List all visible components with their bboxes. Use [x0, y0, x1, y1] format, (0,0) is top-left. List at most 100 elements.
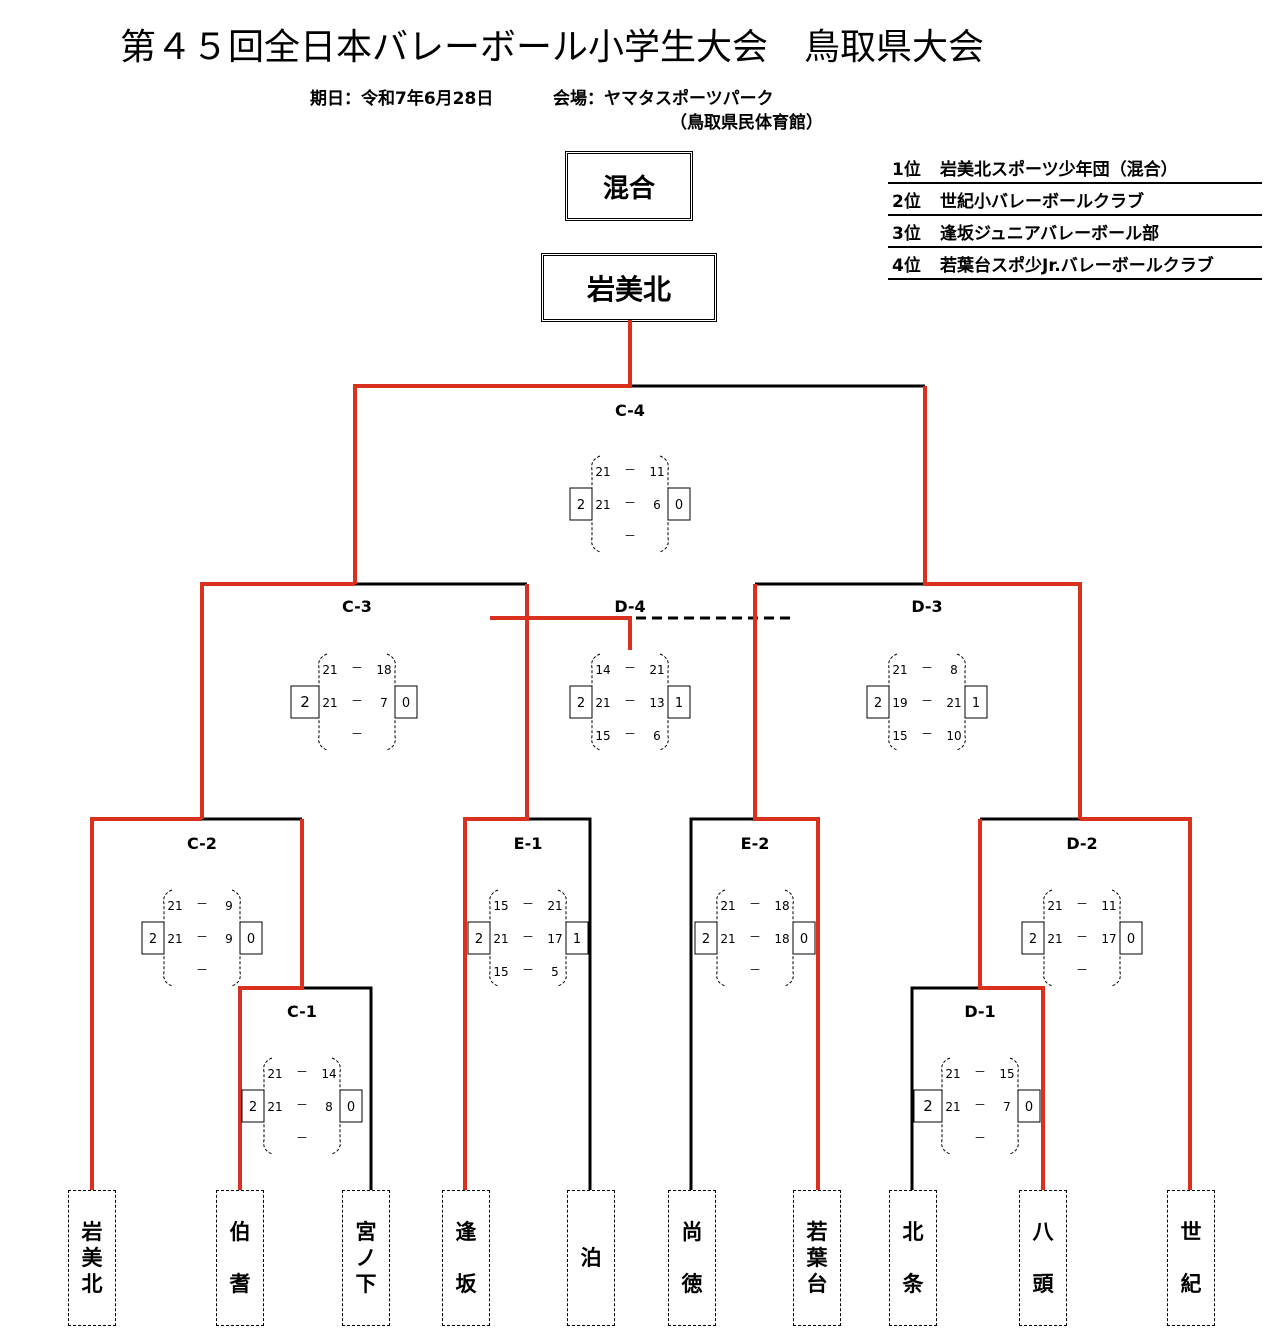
- team-hakuyo: 伯 耆: [216, 1190, 264, 1326]
- rank-position: 3位: [892, 224, 921, 244]
- set-dash: －: [921, 661, 933, 675]
- set-dash: －: [296, 1065, 308, 1079]
- champion-label: 岩美北: [586, 272, 671, 306]
- set-score-left: 15: [493, 965, 508, 979]
- set-score-left: 21: [322, 663, 337, 677]
- set-score-left: 21: [945, 1100, 960, 1114]
- set-score-left: 21: [595, 465, 610, 479]
- set-score-left: 15: [493, 899, 508, 913]
- match-left-total: 2: [1029, 932, 1037, 947]
- set-score-right: 11: [649, 465, 664, 479]
- set-bracket-right: [231, 889, 241, 987]
- rank-position: 2位: [892, 192, 921, 212]
- set-score-right: 21: [946, 696, 961, 710]
- set-dash: －: [522, 963, 534, 977]
- set-dash: －: [624, 661, 636, 675]
- set-score-right: 6: [653, 498, 661, 512]
- set-score-left: 15: [595, 729, 610, 743]
- match-left-box: [141, 921, 165, 955]
- set-dash: －: [624, 529, 636, 543]
- match-label: C-2: [187, 834, 217, 853]
- set-score-left: 21: [322, 696, 337, 710]
- match-right-box: [1119, 921, 1143, 955]
- match-right-total: 0: [800, 932, 808, 947]
- rank-position: 4位: [892, 256, 921, 276]
- set-dash: －: [624, 496, 636, 510]
- set-dash: －: [196, 963, 208, 977]
- team-seiki: 世 紀: [1167, 1190, 1215, 1326]
- set-dash: －: [1076, 897, 1088, 911]
- match-label: E-1: [514, 834, 543, 853]
- match-left-total: 2: [577, 696, 585, 711]
- set-dash: －: [921, 727, 933, 741]
- set-score-right: 14: [321, 1067, 336, 1081]
- set-score-left: 21: [493, 932, 508, 946]
- rank-position: 1位: [892, 160, 921, 180]
- page-title: 第４５回全日本バレーボール小学生大会 鳥取県大会: [120, 27, 985, 68]
- match-label: C-1: [287, 1002, 317, 1021]
- set-dash: －: [974, 1131, 986, 1145]
- match-left-total: 2: [923, 1097, 933, 1115]
- team-osaka: 逢 坂: [442, 1190, 490, 1326]
- set-dash: －: [974, 1065, 986, 1079]
- set-dash: －: [296, 1098, 308, 1112]
- ranking-row-2: 2位 世紀小バレーボールクラブ: [888, 184, 1262, 216]
- match-label: C-3: [342, 597, 372, 616]
- match-label: D-4: [614, 597, 645, 616]
- winner-lines: [90, 320, 1192, 1190]
- match-left-total: 2: [577, 498, 585, 513]
- set-score-right: 15: [999, 1067, 1014, 1081]
- match-left-box: [241, 1089, 265, 1123]
- set-score-right: 6: [653, 729, 661, 743]
- rank-team: 逢坂ジュニアバレーボール部: [940, 224, 1160, 244]
- set-dash: －: [749, 930, 761, 944]
- match-right-total: 0: [1025, 1100, 1033, 1115]
- set-dash: －: [1076, 930, 1088, 944]
- set-score-left: 14: [595, 663, 610, 677]
- match-right-total: 1: [573, 932, 581, 947]
- rank-team: 若葉台スポ少Jr.バレーボールクラブ: [940, 256, 1214, 276]
- match-left-total: 2: [249, 1100, 257, 1115]
- set-score-right: 18: [376, 663, 391, 677]
- set-score-right: 8: [950, 663, 958, 677]
- set-score-left: 21: [1047, 932, 1062, 946]
- set-dash: －: [921, 694, 933, 708]
- match-right-total: 1: [675, 696, 683, 711]
- set-dash: －: [351, 661, 363, 675]
- set-dash: －: [749, 963, 761, 977]
- match-right-box: [667, 487, 691, 521]
- set-score-right: 7: [1003, 1100, 1011, 1114]
- set-dash: －: [624, 727, 636, 741]
- set-score-right: 21: [547, 899, 562, 913]
- set-dash: －: [749, 897, 761, 911]
- ranking-row-1: 1位 岩美北スポーツ少年団（混合）: [888, 152, 1262, 184]
- set-dash: －: [196, 930, 208, 944]
- match-right-box: [792, 921, 816, 955]
- set-score-right: 8: [325, 1100, 333, 1114]
- match-left-box: [569, 487, 593, 521]
- match-label: D-2: [1066, 834, 1097, 853]
- set-dash: －: [1076, 963, 1088, 977]
- match-right-box: [964, 685, 988, 719]
- set-score-right: 9: [225, 899, 233, 913]
- set-dash: －: [196, 897, 208, 911]
- set-score-right: 5: [551, 965, 559, 979]
- match-left-total: 2: [300, 693, 310, 711]
- set-dash: －: [522, 897, 534, 911]
- match-label: D-1: [964, 1002, 995, 1021]
- team-tomari: 泊: [567, 1190, 615, 1326]
- set-score-left: 21: [167, 932, 182, 946]
- match-right-box: [565, 921, 589, 955]
- event-date: 期日：令和7年6月28日: [310, 89, 494, 109]
- match-right-box: [394, 685, 418, 719]
- match-left-total: 2: [702, 932, 710, 947]
- set-score-left: 21: [1047, 899, 1062, 913]
- set-dash: －: [974, 1098, 986, 1112]
- ranking-list: 1位 岩美北スポーツ少年団（混合） 2位 世紀小バレーボールクラブ 3位 逢坂ジ…: [888, 152, 1262, 280]
- set-score-left: 21: [720, 899, 735, 913]
- set-dash: －: [522, 930, 534, 944]
- match-left-box: [913, 1089, 943, 1123]
- match-right-total: 0: [1127, 932, 1135, 947]
